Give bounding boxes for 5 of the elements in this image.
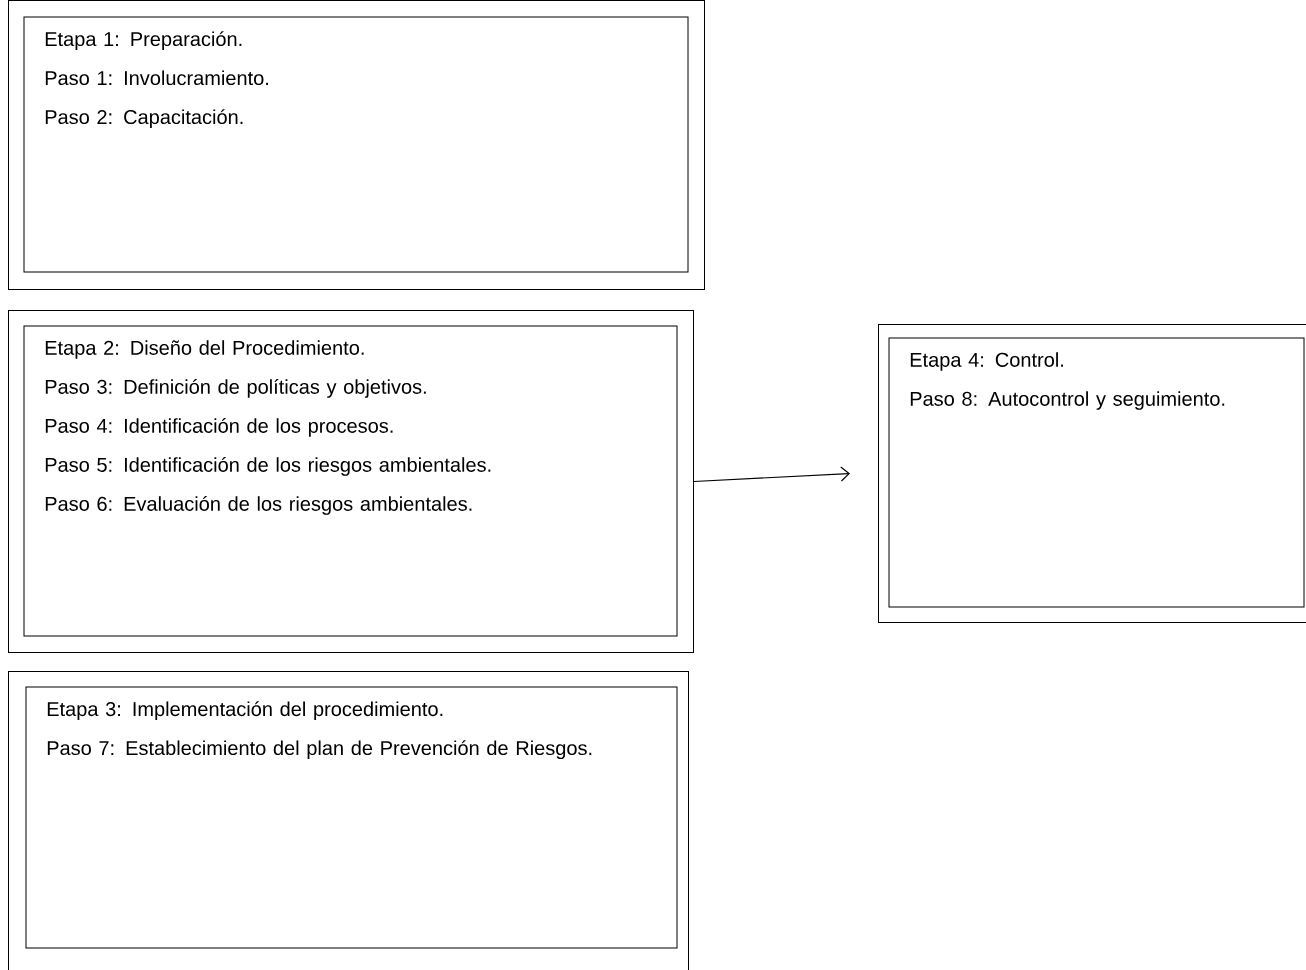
arrow [693,466,850,483]
stage-box: Etapa 2: Diseño del Procedimiento. Paso 3: Definición de políticas y objetivos. Paso 4: Identificación de los procesos. Paso 5: Identificación de los riesgos ambientales. Paso 6: Evaluación de los riesgos ambientales. [8,310,694,653]
stage-box: Etapa 4: Control. Paso 8: Autocontrol y seguimiento. [878,324,1306,623]
stage-box: Etapa 3: Implementación del procedimiento. Paso 7: Establecimiento del plan de Prevención de Riesgos. [8,671,689,970]
stage-box: Etapa 1: Preparación. Paso 1: Involucramiento. Paso 2: Capacitación. [8,0,705,290]
